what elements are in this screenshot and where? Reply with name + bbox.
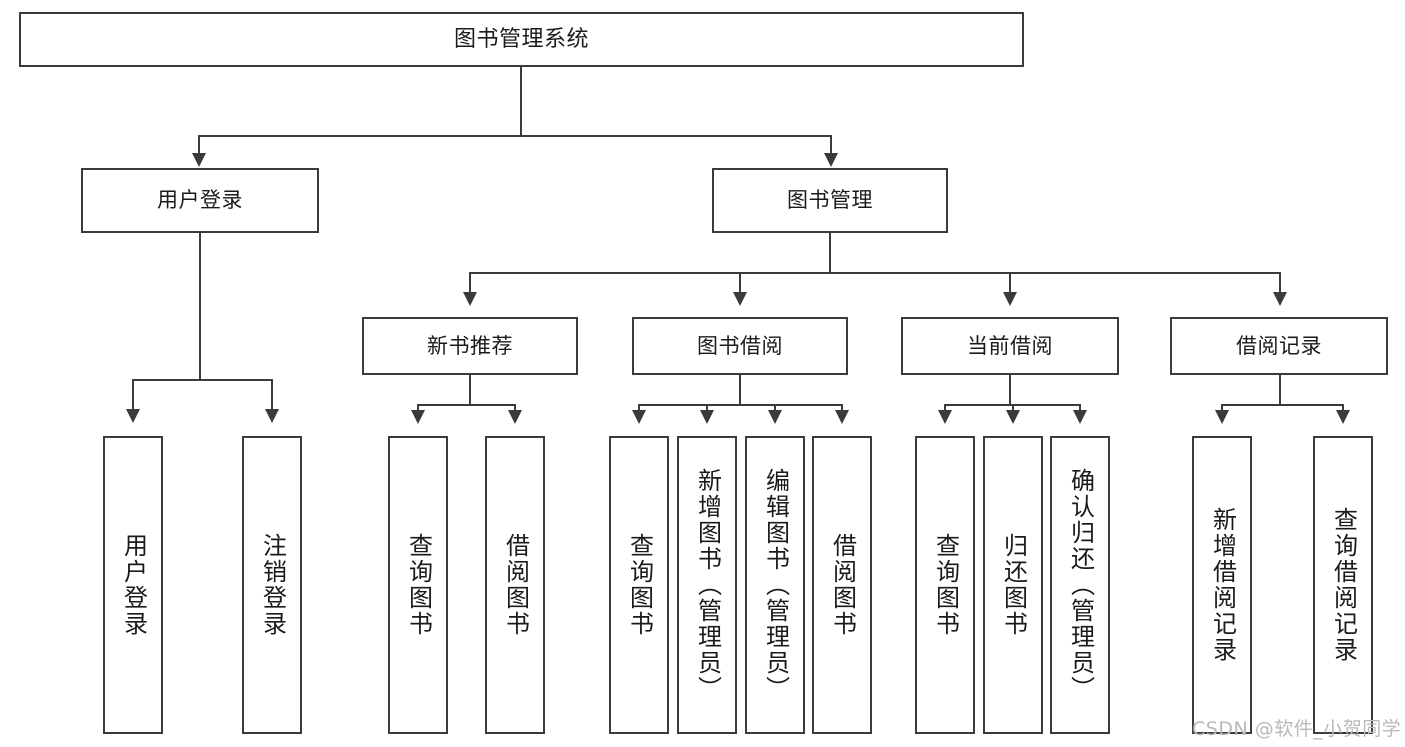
connector-drop-user-login [198, 135, 200, 155]
leaf-borrow-book[interactable]: 借阅图书 [812, 436, 872, 734]
connector-drop-book-borrow [739, 272, 741, 294]
node-label: 查询图书 [404, 533, 433, 637]
node-label: 借阅图书 [501, 533, 530, 637]
arrowhead-currentborrow-2 [1006, 410, 1020, 424]
connector-borrowrecord-stem [1279, 375, 1281, 405]
node-root-system[interactable]: 图书管理系统 [19, 12, 1024, 67]
node-label: 确认归还（管理员） [1066, 468, 1095, 702]
leaf-borrow-book-recommend[interactable]: 借阅图书 [485, 436, 545, 734]
connector-user-login-bus [132, 379, 272, 381]
connector-book-mgmt-bus [469, 272, 1280, 274]
arrowhead-currentborrow-3 [1073, 410, 1087, 424]
node-label: 用户登录 [119, 533, 148, 637]
connector-newbook-bus [417, 404, 515, 406]
arrowhead-borrowrecord-1 [1215, 410, 1229, 424]
node-current-borrow[interactable]: 当前借阅 [901, 317, 1119, 375]
node-label: 当前借阅 [967, 333, 1053, 358]
arrowhead-borrow-record [1273, 292, 1287, 306]
node-label: 借阅记录 [1236, 333, 1322, 358]
connector-borrowrecord-bus [1221, 404, 1343, 406]
leaf-edit-book-admin[interactable]: 编辑图书（管理员） [745, 436, 805, 734]
node-label: 注销登录 [258, 533, 287, 637]
connector-drop-currentborrow-3 [1079, 404, 1081, 412]
node-book-management[interactable]: 图书管理 [712, 168, 948, 233]
node-label: 用户登录 [157, 188, 243, 213]
connector-drop-newbook-2 [514, 404, 516, 412]
arrowhead-login-2 [265, 409, 279, 423]
connector-drop-book-mgmt [830, 135, 832, 155]
connector-root-stem [520, 67, 522, 136]
connector-drop-bookborrow-1 [638, 404, 640, 412]
arrowhead-newbook-1 [411, 410, 425, 424]
connector-book-mgmt-stem [829, 233, 831, 273]
node-borrow-record[interactable]: 借阅记录 [1170, 317, 1388, 375]
arrowhead-bookborrow-2 [700, 410, 714, 424]
arrowhead-bookborrow-1 [632, 410, 646, 424]
leaf-query-book-borrow[interactable]: 查询图书 [609, 436, 669, 734]
arrowhead-currentborrow-1 [938, 410, 952, 424]
connector-drop-bookborrow-3 [774, 404, 776, 412]
connector-drop-borrowrecord-2 [1342, 404, 1344, 412]
connector-drop-newbook-1 [417, 404, 419, 412]
node-label: 图书管理系统 [453, 26, 589, 52]
arrowhead-book-mgmt [824, 153, 838, 167]
leaf-logout[interactable]: 注销登录 [242, 436, 302, 734]
connector-drop-currentborrow-1 [944, 404, 946, 412]
arrowhead-current-borrow [1003, 292, 1017, 306]
connector-newbook-stem [469, 375, 471, 405]
connector-drop-borrow-record [1279, 272, 1281, 294]
node-label: 查询图书 [625, 533, 654, 637]
connector-root-bus [198, 135, 832, 137]
leaf-query-book-recommend[interactable]: 查询图书 [388, 436, 448, 734]
node-label: 查询图书 [931, 533, 960, 637]
connector-currentborrow-stem [1009, 375, 1011, 405]
connector-drop-login-2 [271, 379, 273, 411]
leaf-add-book-admin[interactable]: 新增图书（管理员） [677, 436, 737, 734]
connector-drop-current-borrow [1009, 272, 1011, 294]
node-label: 新书推荐 [427, 333, 513, 358]
connector-drop-currentborrow-2 [1012, 404, 1014, 412]
arrowhead-book-borrow [733, 292, 747, 306]
node-label: 新增图书（管理员） [693, 468, 722, 702]
node-label: 新增借阅记录 [1208, 507, 1237, 663]
arrowhead-bookborrow-3 [768, 410, 782, 424]
node-new-book-recommend[interactable]: 新书推荐 [362, 317, 578, 375]
connector-drop-bookborrow-4 [841, 404, 843, 412]
connector-drop-login-1 [132, 379, 134, 411]
connector-drop-new-book [469, 272, 471, 294]
connector-bookborrow-stem [739, 375, 741, 405]
node-label: 图书管理 [787, 188, 873, 213]
leaf-query-book-current[interactable]: 查询图书 [915, 436, 975, 734]
arrowhead-login-1 [126, 409, 140, 423]
connector-user-login-stem [199, 233, 201, 380]
node-book-borrow[interactable]: 图书借阅 [632, 317, 848, 375]
node-label: 借阅图书 [828, 533, 857, 637]
leaf-confirm-return-admin[interactable]: 确认归还（管理员） [1050, 436, 1110, 734]
arrowhead-user-login [192, 153, 206, 167]
leaf-return-book[interactable]: 归还图书 [983, 436, 1043, 734]
connector-bookborrow-bus [638, 404, 842, 406]
node-label: 查询借阅记录 [1329, 507, 1358, 663]
leaf-add-borrow-record[interactable]: 新增借阅记录 [1192, 436, 1252, 734]
node-label: 归还图书 [999, 533, 1028, 637]
node-user-login[interactable]: 用户登录 [81, 168, 319, 233]
leaf-user-login[interactable]: 用户登录 [103, 436, 163, 734]
arrowhead-newbook-2 [508, 410, 522, 424]
arrowhead-borrowrecord-2 [1336, 410, 1350, 424]
node-label: 编辑图书（管理员） [761, 468, 790, 702]
leaf-query-borrow-record[interactable]: 查询借阅记录 [1313, 436, 1373, 734]
arrowhead-new-book [463, 292, 477, 306]
connector-drop-bookborrow-2 [706, 404, 708, 412]
node-label: 图书借阅 [697, 333, 783, 358]
connector-drop-borrowrecord-1 [1221, 404, 1223, 412]
arrowhead-bookborrow-4 [835, 410, 849, 424]
